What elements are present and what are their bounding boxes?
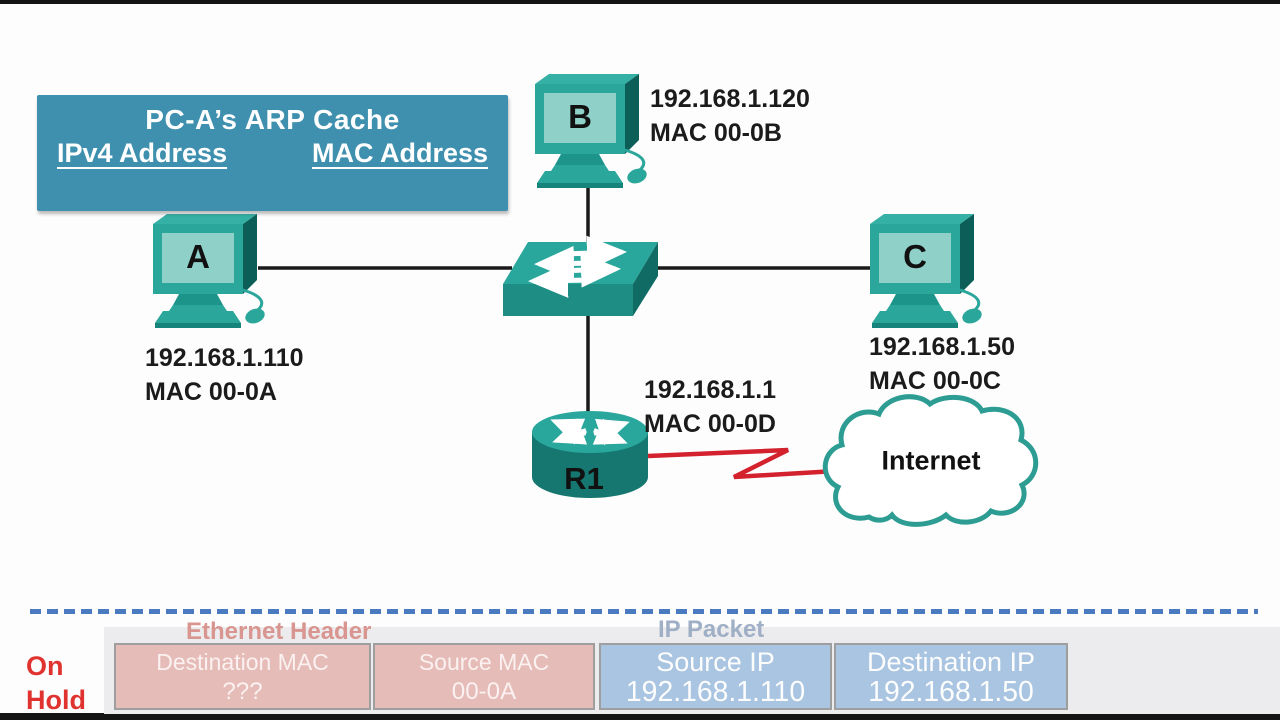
field-name: Source IP: [656, 646, 775, 677]
field-value: 192.168.1.110: [625, 675, 806, 708]
pc-a-address-label: 192.168.1.110 MAC 00-0A: [145, 341, 304, 409]
dashed-divider-line: [30, 609, 1258, 614]
arp-cache-title: PC-A’s ARP Cache: [145, 104, 400, 135]
arp-col-mac: MAC Address: [311, 138, 488, 168]
ip-packet-title: IP Packet: [658, 616, 765, 643]
field-name: Source MAC: [418, 648, 550, 675]
internet-label: Internet: [881, 445, 981, 476]
field-source-ip: Source IP 192.168.1.110: [599, 643, 832, 710]
pc-b-address-label: 192.168.1.120 MAC 00-0B: [650, 82, 810, 150]
pc-c-address-label: 192.168.1.50 MAC 00-0C: [869, 330, 1015, 398]
field-destination-mac: Destination MAC ???: [114, 643, 371, 710]
router-address-label: 192.168.1.1 MAC 00-0D: [644, 373, 776, 441]
pc-c-letter: C: [903, 238, 927, 275]
pc-a-ip: 192.168.1.110: [145, 344, 304, 372]
ethernet-header-title: Ethernet Header: [186, 618, 372, 645]
field-destination-ip: Destination IP 192.168.1.50: [834, 643, 1068, 710]
router-icon: [532, 411, 648, 498]
field-value: 192.168.1.50: [868, 675, 1034, 708]
status-on-hold: On Hold: [26, 651, 86, 715]
field-name: Destination IP: [866, 646, 1036, 677]
router-name-label: R1: [564, 461, 604, 496]
router-ip: 192.168.1.1: [644, 376, 777, 404]
bottom-border-bar: [0, 713, 1280, 720]
switch-icon: [503, 235, 658, 316]
pc-c-ip: 192.168.1.50: [869, 333, 1015, 361]
top-border-bar: [0, 0, 1280, 4]
internet-cloud-icon: [822, 394, 1039, 527]
field-name: Destination MAC: [156, 648, 329, 675]
pc-b-ip: 192.168.1.120: [650, 85, 810, 113]
field-value: ???: [222, 677, 263, 705]
field-source-mac: Source MAC 00-0A: [373, 643, 595, 710]
field-value: 00-0A: [451, 677, 517, 705]
router-mac: MAC 00-0D: [644, 410, 776, 438]
pc-a-letter: A: [186, 238, 210, 275]
pc-b-letter: B: [568, 98, 592, 135]
pc-b-mac: MAC 00-0B: [650, 119, 782, 147]
pc-c-mac: MAC 00-0C: [869, 367, 1001, 395]
serial-link-lightning: [647, 447, 837, 480]
arp-col-ipv4: IPv4 Address: [57, 138, 228, 168]
pc-a-mac: MAC 00-0A: [145, 378, 277, 406]
arp-cache-panel: PC-A’s ARP Cache IPv4 Address MAC Addres…: [37, 95, 508, 211]
